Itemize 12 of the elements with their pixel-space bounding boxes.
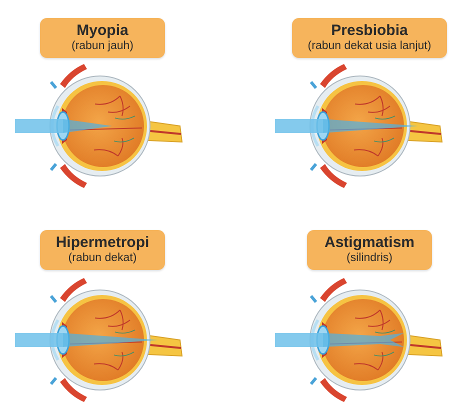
condition-name: Hipermetropi <box>56 234 150 251</box>
label-box <box>40 230 165 270</box>
label-box <box>292 18 447 58</box>
condition-description: (silindris) <box>346 251 392 266</box>
condition-name: Astigmatism <box>324 234 415 251</box>
condition-description: (rabun dekat) <box>68 251 137 266</box>
label-box <box>307 230 432 270</box>
label-box <box>40 18 165 58</box>
condition-name: Presbiobia <box>331 22 408 39</box>
condition-description: (rabun jauh) <box>71 39 134 54</box>
condition-name: Myopia <box>76 22 128 39</box>
condition-description: (rabun dekat usia lanjut) <box>308 39 432 54</box>
